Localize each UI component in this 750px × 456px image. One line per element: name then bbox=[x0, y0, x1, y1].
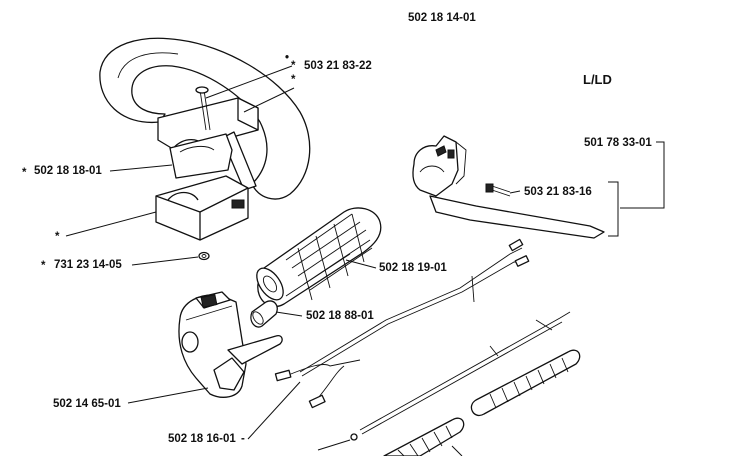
leader-lines bbox=[65, 65, 665, 456]
label-screw-top: 503 21 83-22 bbox=[304, 60, 372, 72]
label-handle-clamp: 502 18 18-01 bbox=[34, 165, 102, 177]
spiral-sleeve-short bbox=[470, 349, 581, 417]
bracket-screw bbox=[485, 183, 511, 197]
label-screw-bullet: • bbox=[285, 52, 289, 64]
throttle-cable bbox=[350, 311, 571, 441]
lower-clamp-block bbox=[155, 175, 249, 241]
label-sleeve: 502 18 88-01 bbox=[306, 310, 374, 322]
label-nut: 731 23 14-05 bbox=[54, 259, 122, 271]
nut bbox=[198, 251, 210, 261]
diagram-title: 502 18 14-01 bbox=[408, 12, 476, 24]
throttle-housing bbox=[178, 291, 283, 398]
label-screw-second-star: * bbox=[291, 74, 296, 86]
label-cable: 502 18 16-01 bbox=[168, 433, 236, 445]
screw-top bbox=[195, 86, 211, 131]
cable-assembly bbox=[274, 238, 530, 409]
model-variant-label: L/LD bbox=[583, 72, 612, 87]
label-bracket: 501 78 33-01 bbox=[584, 137, 652, 149]
label-clamp-block-star: * bbox=[55, 231, 60, 243]
label-screw-star: * bbox=[291, 60, 296, 72]
bracket bbox=[412, 135, 605, 239]
label-handle-clamp-star: * bbox=[22, 167, 27, 179]
label-screw-bracket: 503 21 83-16 bbox=[524, 186, 592, 198]
label-nut-star: * bbox=[41, 260, 46, 272]
label-grip: 502 18 19-01 bbox=[379, 262, 447, 274]
handle-clamp bbox=[169, 133, 233, 179]
label-throttle-housing: 502 14 65-01 bbox=[53, 398, 121, 410]
spiral-sleeve-long bbox=[383, 417, 465, 456]
sleeve bbox=[250, 300, 278, 328]
part-labels: • * 503 21 83-22 * * 502 18 18-01 * * 73… bbox=[22, 52, 652, 445]
label-cable-dash: - bbox=[241, 433, 245, 445]
grip bbox=[256, 207, 382, 308]
